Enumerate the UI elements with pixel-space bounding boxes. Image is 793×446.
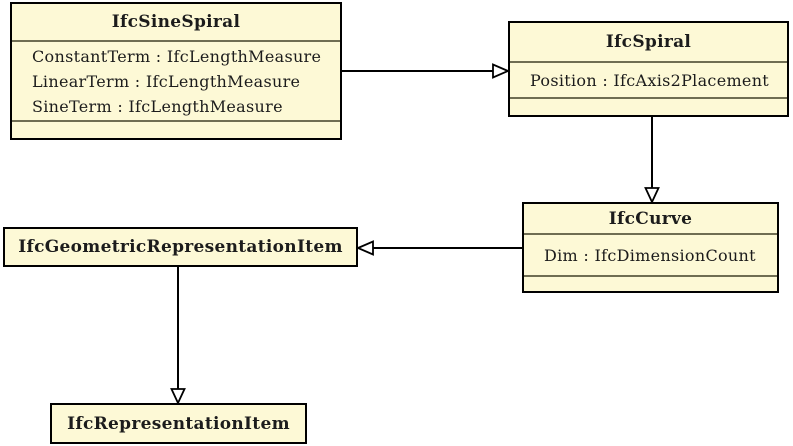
- class-box-ifcsinespiral[interactable]: IfcSineSpiral ConstantTerm : IfcLengthMe…: [10, 2, 342, 140]
- hollow-triangle-arrowhead: [355, 240, 374, 256]
- attribute-dim: Dim : IfcDimensionCount: [544, 245, 756, 265]
- class-box-ifcspiral[interactable]: IfcSpiral Position : IfcAxis2Placement: [508, 21, 789, 117]
- hollow-triangle-arrowhead: [644, 187, 660, 205]
- inheritance-arrow-ifcgeometricrepresentationitem-to-ifcrepresentationitem: [170, 266, 186, 406]
- class-box-ifcrepresentationitem[interactable]: IfcRepresentationItem: [50, 403, 307, 444]
- class-operations-compartment-empty: [524, 277, 777, 291]
- hollow-triangle-arrowhead: [170, 388, 186, 406]
- class-operations-compartment-empty: [12, 122, 340, 138]
- class-box-ifcgeometricrepresentationitem[interactable]: IfcGeometricRepresentationItem: [3, 227, 358, 267]
- attribute-linearterm: LinearTerm : IfcLengthMeasure: [32, 71, 301, 91]
- class-attributes-ifccurve: Dim : IfcDimensionCount: [524, 233, 777, 277]
- class-title-ifcgeometricrepresentationitem: IfcGeometricRepresentationItem: [18, 237, 343, 257]
- attribute-constantterm: ConstantTerm : IfcLengthMeasure: [32, 46, 322, 66]
- class-attributes-ifcspiral: Position : IfcAxis2Placement: [510, 61, 787, 99]
- class-title-ifcrepresentationitem: IfcRepresentationItem: [67, 413, 290, 434]
- class-attributes-ifcsinespiral: ConstantTerm : IfcLengthMeasure LinearTe…: [12, 40, 340, 122]
- attribute-sineterm: SineTerm : IfcLengthMeasure: [32, 96, 283, 116]
- class-operations-compartment-empty: [510, 99, 787, 115]
- inheritance-arrow-ifcspiral-to-ifccurve: [644, 116, 660, 205]
- attribute-position: Position : IfcAxis2Placement: [530, 70, 770, 90]
- inheritance-arrow-ifccurve-to-ifcgeometricrepresentationitem: [355, 240, 522, 256]
- class-title-ifccurve: IfcCurve: [608, 208, 693, 229]
- inheritance-arrow-ifcsinespiral-to-ifcspiral: [342, 63, 511, 79]
- class-title-ifcspiral: IfcSpiral: [605, 32, 692, 52]
- class-box-ifccurve[interactable]: IfcCurve Dim : IfcDimensionCount: [522, 202, 779, 293]
- class-title-ifcsinespiral: IfcSineSpiral: [111, 12, 241, 32]
- hollow-triangle-arrowhead: [492, 63, 511, 79]
